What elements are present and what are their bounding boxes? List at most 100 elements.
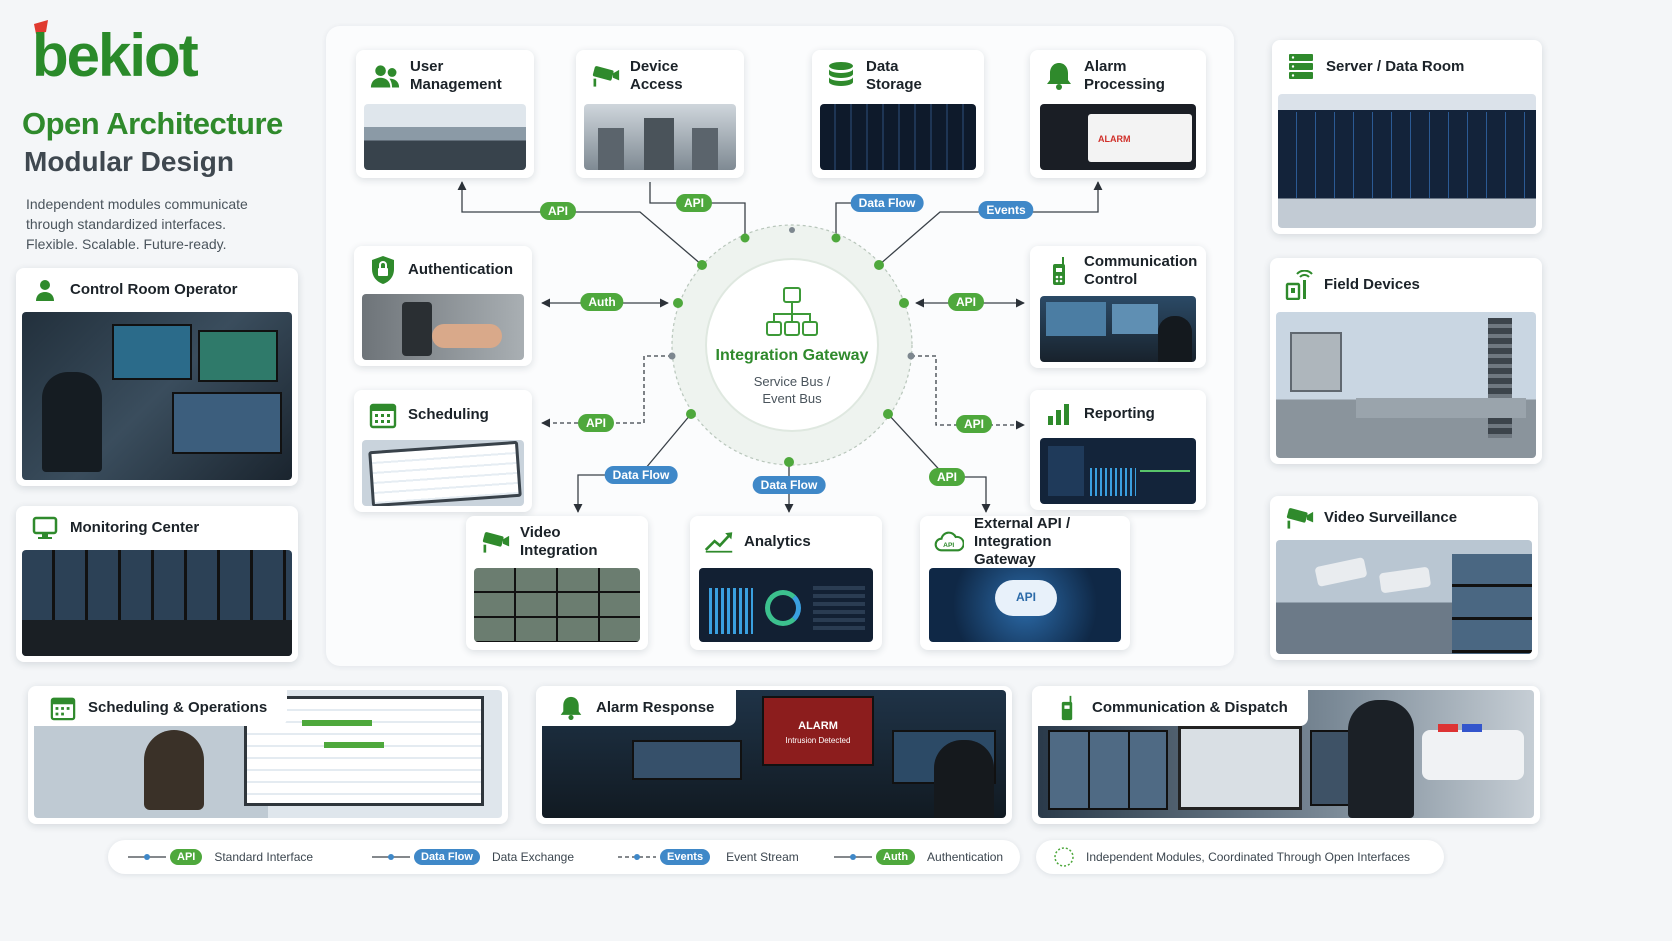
pill-dataflow-storage: Data Flow — [850, 194, 924, 212]
trend-icon — [704, 527, 734, 557]
alarm-response-intrusion-text: Intrusion Detected — [785, 736, 851, 745]
module-analytics: Analytics — [690, 516, 882, 650]
shield-lock-icon — [368, 255, 398, 285]
video-surveillance-card: Video Surveillance — [1270, 496, 1538, 660]
module-reporting: Reporting — [1030, 390, 1206, 510]
field-devices-image — [1276, 312, 1536, 458]
dispatch-radio-icon — [1052, 693, 1082, 723]
api-cloud-text: API — [1015, 590, 1036, 604]
scheduling-ops-label: Scheduling & Operations — [88, 699, 268, 716]
pill-api-user: API — [539, 202, 577, 220]
scheduling-image — [362, 440, 524, 506]
communication-image — [1040, 296, 1196, 362]
logo-text: bekiot — [32, 22, 199, 84]
legend-events-text: Event Stream — [726, 850, 799, 864]
user-mgmt-l2: Management — [410, 76, 502, 93]
alarm-response-label: Alarm Response — [596, 699, 715, 716]
surveillance-camera-icon — [1284, 503, 1314, 533]
legend-dataflow-pill: Data Flow — [414, 849, 480, 865]
module-scheduling: Scheduling — [354, 390, 532, 512]
user-mgmt-image — [364, 104, 526, 170]
alarm-processing-l1: Alarm — [1084, 58, 1127, 75]
modules-circle-icon — [1054, 847, 1074, 867]
comm-dispatch-card: Communication & Dispatch — [1032, 686, 1540, 824]
device-access-l1: Device — [630, 58, 679, 75]
analytics-image — [699, 568, 873, 642]
communication-l1: Communication — [1084, 253, 1198, 270]
external-api-image: API — [929, 568, 1121, 642]
calendar-ops-icon — [48, 693, 78, 723]
module-authentication: Authentication — [354, 246, 532, 366]
authentication-image — [362, 294, 524, 360]
pill-api-device: API — [675, 194, 713, 212]
legend-modules-box — [1036, 840, 1444, 874]
scheduling-label: Scheduling — [408, 406, 489, 423]
svg-text:API: API — [943, 542, 954, 549]
bar-chart-icon — [1044, 399, 1074, 429]
authentication-label: Authentication — [408, 261, 513, 278]
legend-events-pill: Events — [660, 849, 711, 865]
legend-dataflow: Data Flow Data Exchange — [414, 849, 574, 865]
alarm-processing-l2: Processing — [1084, 76, 1165, 93]
hero-desc-1: Independent modules communicate — [26, 196, 248, 212]
data-storage-l1: Data — [866, 58, 899, 75]
legend-auth: Auth Authentication — [876, 849, 1003, 865]
hierarchy-icon — [766, 287, 818, 336]
control-room-image — [22, 312, 292, 480]
calendar-icon — [368, 400, 398, 430]
video-integration-l2: Integration — [520, 542, 598, 559]
control-room-card: Control Room Operator — [16, 268, 298, 486]
device-access-l2: Access — [630, 76, 683, 93]
radio-icon — [1044, 256, 1074, 286]
hero-desc-3: Flexible. Scalable. Future-ready. — [26, 236, 227, 252]
field-devices-card: Field Devices — [1270, 258, 1542, 464]
legend-dataflow-text: Data Exchange — [491, 850, 575, 864]
legend-auth-pill: Auth — [876, 849, 916, 865]
reporting-label: Reporting — [1084, 405, 1155, 422]
cctv-icon — [480, 527, 510, 557]
external-api-l2: Integration Gateway — [974, 533, 1052, 568]
user-mgmt-l1: User — [410, 58, 444, 75]
gateway-title: Integration Gateway — [715, 347, 869, 364]
sensor-icon — [1284, 270, 1314, 300]
pill-auth: Auth — [580, 293, 624, 311]
data-storage-image — [820, 104, 976, 170]
monitoring-center-image — [22, 550, 292, 656]
data-storage-l2: Storage — [866, 76, 922, 93]
device-access-image — [584, 104, 736, 170]
pill-dataflow-analytics: Data Flow — [752, 476, 826, 494]
alarm-bell-icon — [556, 693, 586, 723]
legend-events: Events Event Stream — [660, 849, 799, 865]
pill-api-external: API — [928, 468, 966, 486]
reporting-image — [1040, 438, 1196, 504]
brand-logo: bekiot — [30, 20, 230, 89]
alarm-response-alarm-text: ALARM — [798, 720, 838, 732]
pill-dataflow-video: Data Flow — [604, 466, 678, 484]
gateway-sub-2: Event Bus — [762, 391, 822, 406]
video-surveillance-label: Video Surveillance — [1324, 509, 1458, 526]
external-api-l1: External API / — [974, 516, 1071, 532]
video-integration-l1: Video — [520, 524, 561, 541]
users-icon — [370, 61, 400, 91]
server-room-card: Server / Data Room — [1272, 40, 1542, 234]
legend-auth-text: Authentication — [927, 850, 1004, 864]
hero-desc-2: through standardized interfaces. — [26, 216, 227, 232]
video-surveillance-image — [1276, 540, 1532, 654]
communication-l2: Control — [1084, 271, 1138, 288]
video-integration-image — [474, 568, 640, 642]
pill-api-reporting: API — [955, 415, 993, 433]
pill-events-alarm: Events — [978, 201, 1034, 219]
legend-api: API Standard Interface — [170, 849, 313, 865]
legend-modules-text: Independent Modules, Coordinated Through… — [1086, 850, 1410, 864]
pill-api-scheduling: API — [577, 414, 615, 432]
bekiot-logo-icon: bekiot — [32, 20, 201, 89]
alarm-processing-image: ALARM — [1040, 104, 1196, 170]
hero-title-1: Open Architecture — [22, 106, 283, 141]
control-room-label: Control Room Operator — [70, 281, 238, 298]
